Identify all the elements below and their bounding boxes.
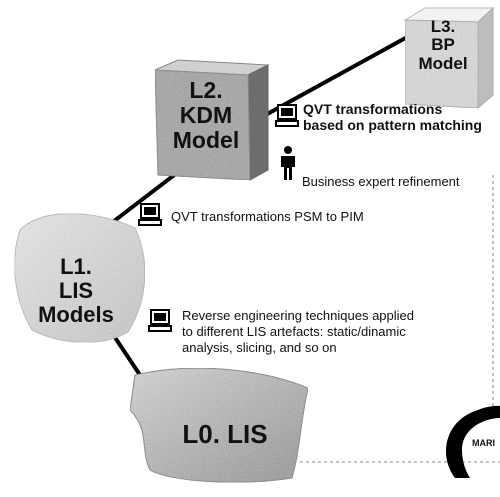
person-icon (281, 146, 295, 180)
computer-icon (275, 104, 299, 127)
computer-icon (148, 309, 172, 332)
business-expert-note: Business expert refinement (302, 174, 460, 189)
qvt-pattern-line2: based on pattern matching (303, 117, 482, 133)
qvt-psm-pim-note: QVT transformations PSM to PIM (171, 209, 364, 224)
l3-label-line1: L3. (430, 17, 456, 36)
l0-label-text: L0. LIS (182, 419, 268, 449)
l2-label: L2. KDM Model (164, 78, 248, 152)
l2-label-line3: Model (172, 126, 240, 153)
l1-label: L1. LIS Models (30, 255, 122, 326)
qvt-pattern-line1: QVT transformations (303, 101, 443, 117)
l3-label: L3. BP Model (412, 17, 474, 73)
l3-label-line3: Model (418, 53, 468, 73)
l1-label-line2: LIS (58, 277, 94, 303)
marble-logo-text: MARI (472, 438, 495, 448)
l3-cube (403, 6, 495, 110)
l1-label-line1: L1. (60, 254, 92, 279)
reverse-engineering-line3: analysis, slicing, and so on (182, 340, 337, 355)
l1-stone (14, 213, 146, 343)
marble-logo (446, 405, 500, 478)
l2-label-line1: L2. (189, 77, 223, 103)
reverse-engineering-note: Reverse engineering techniques applied t… (182, 308, 414, 356)
l0-label: L0. LIS (165, 420, 285, 448)
l2-label-line2: KDM (179, 101, 233, 128)
qvt-pattern-note: QVT transformations based on pattern mat… (303, 101, 482, 133)
l0-rock (129, 367, 309, 483)
reverse-engineering-line2: to different LIS artefacts: static/dinam… (182, 324, 406, 339)
l2-cube (154, 59, 270, 181)
l1-label-line3: Models (38, 301, 114, 327)
computer-icon (138, 203, 162, 226)
reverse-engineering-line1: Reverse engineering techniques applied (182, 308, 414, 323)
l3-label-line2: BP (431, 35, 455, 55)
